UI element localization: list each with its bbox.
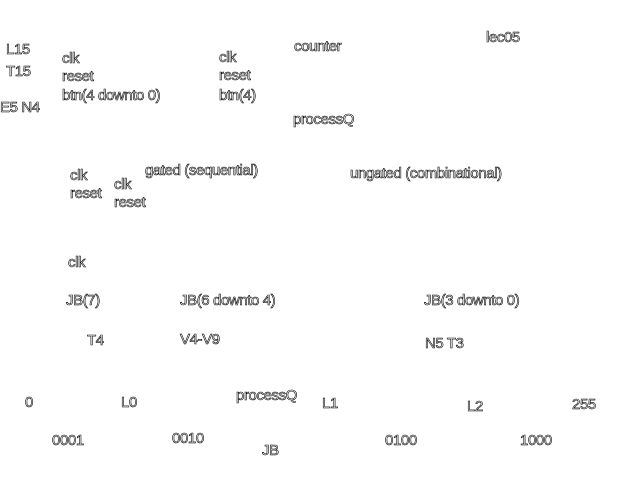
bottom-jb: JB (262, 442, 280, 460)
ungated-combinational-label: ungated (combinational) (350, 165, 503, 183)
code-0001: 0001 (52, 432, 85, 450)
value-0: 0 (25, 394, 34, 412)
counter-output-processq: processQ (293, 111, 355, 129)
gated-sequential-label: gated (sequential) (145, 162, 259, 180)
entity-name: lec05 (486, 29, 521, 47)
module-port-btn: btn(4 downto 0) (62, 87, 161, 105)
state-l2: L2 (467, 398, 484, 416)
pin-n5-t3: N5 T3 (425, 335, 465, 353)
gated-outer-port-reset: reset (70, 185, 102, 203)
gated-inner-port-clk: clk (114, 176, 132, 194)
code-0100: 0100 (385, 432, 418, 450)
gated-inner-port-reset: reset (114, 194, 146, 212)
pin-l15: L15 (6, 41, 31, 59)
signal-jb3-0: JB(3 downto 0) (424, 292, 520, 310)
signal-jb6-4: JB(6 downto 4) (180, 292, 276, 310)
signal-jb7: JB(7) (66, 292, 101, 310)
counter-port-clk: clk (219, 49, 237, 67)
pin-e5-n4: E5 N4 (0, 99, 40, 117)
bottom-processq: processQ (236, 387, 298, 405)
state-l0: L0 (121, 394, 138, 412)
module-port-clk: clk (62, 50, 80, 68)
value-255: 255 (572, 396, 597, 414)
code-1000: 1000 (520, 432, 553, 450)
counter-port-reset: reset (219, 67, 251, 85)
pin-t4: T4 (87, 332, 105, 350)
module-port-reset: reset (62, 68, 94, 86)
clk-label: clk (68, 254, 86, 272)
pin-t15: T15 (6, 63, 32, 81)
gated-outer-port-clk: clk (70, 167, 88, 185)
state-l1: L1 (322, 395, 339, 413)
pin-v4-v9: V4-V9 (180, 331, 221, 349)
counter-port-btn4: btn(4) (219, 87, 257, 105)
code-0010: 0010 (172, 430, 205, 448)
counter-title: counter (294, 38, 342, 56)
